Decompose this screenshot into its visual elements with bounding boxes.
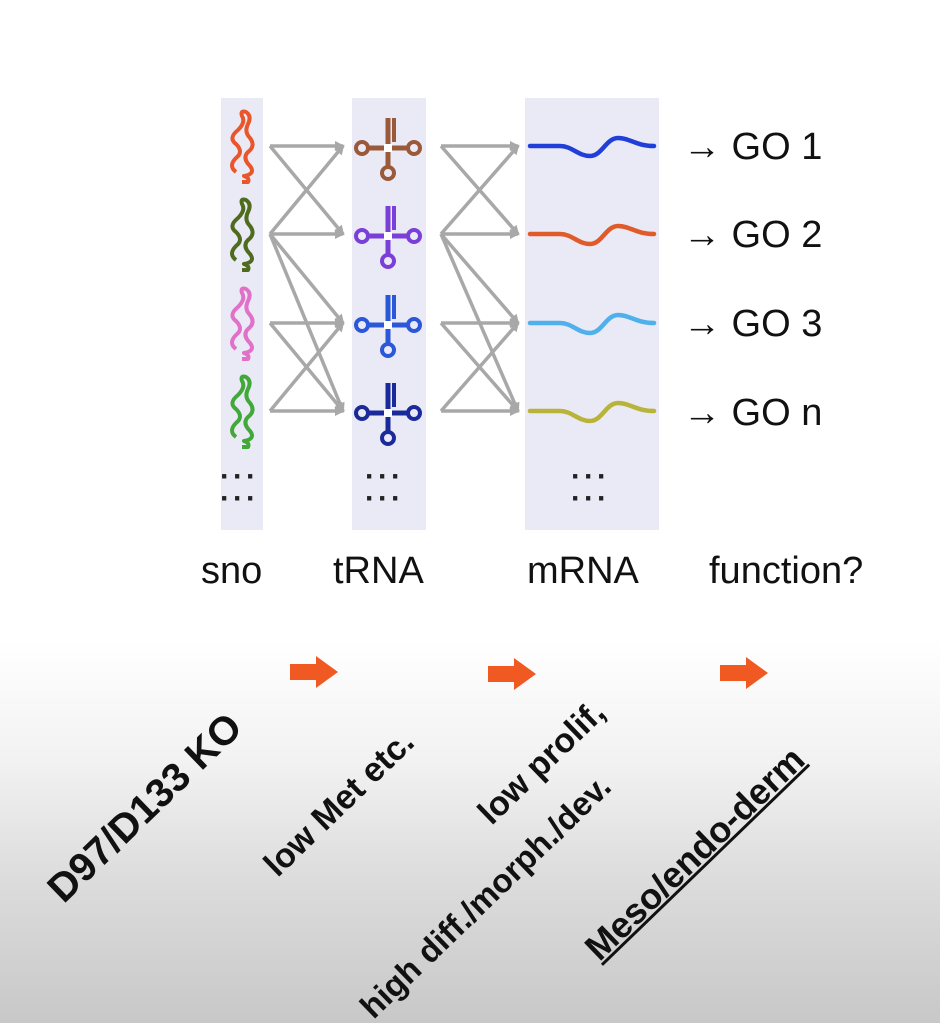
trna-structure-3 <box>354 295 422 358</box>
mrna-wave-3 <box>527 312 657 336</box>
pathway-step-low-met: low Met etc. <box>256 722 422 884</box>
sno-structure-4 <box>230 374 255 449</box>
sno-structure-1 <box>230 109 255 184</box>
column-label-mrna: mRNA <box>527 550 639 592</box>
pathway-arrow-1 <box>290 656 338 688</box>
sno-structure-2 <box>230 197 255 272</box>
sno-column-background <box>221 98 263 530</box>
sno-trna-connector <box>268 144 345 236</box>
sno-structure-3 <box>230 286 255 361</box>
mrna-wave-4 <box>527 400 657 424</box>
mrna-wave-1 <box>527 135 657 159</box>
trna-ellipsis: ······ <box>365 460 404 515</box>
mrna-column-background <box>525 98 659 530</box>
go-label-3: → GO 3 <box>683 303 823 345</box>
pathway-arrow-3 <box>720 657 768 689</box>
sno-trna-connector <box>268 321 345 413</box>
trna-mrna-connector <box>439 144 520 236</box>
connector-arrows <box>268 141 520 416</box>
trna-mrna-connector <box>439 232 520 325</box>
mrna-waves <box>527 135 657 424</box>
network-diagram <box>230 109 657 449</box>
trna-structure-1 <box>354 118 422 181</box>
mrna-ellipsis: ······ <box>571 460 610 515</box>
pathway-arrow-2 <box>488 658 536 690</box>
pathway-step-ko: D97/D133 KO <box>39 704 251 911</box>
go-label-1: → GO 1 <box>683 126 823 168</box>
go-label-2: → GO 2 <box>683 214 823 256</box>
column-label-sno: sno <box>201 550 263 592</box>
sno-structures <box>230 109 255 449</box>
column-label-function: function? <box>709 550 864 592</box>
trna-mrna-connector <box>439 321 520 413</box>
pathway-step-meso-endoderm: Meso/endo-derm <box>576 738 813 969</box>
column-label-trna: tRNA <box>333 550 424 592</box>
sno-trna-connector <box>268 232 345 325</box>
trna-structure-4 <box>354 383 422 446</box>
mrna-wave-2 <box>527 223 657 247</box>
sno-ellipsis: ······ <box>220 460 259 515</box>
trna-structure-2 <box>354 206 422 269</box>
trna-structures <box>354 118 422 446</box>
go-label-n: → GO n <box>683 392 823 434</box>
